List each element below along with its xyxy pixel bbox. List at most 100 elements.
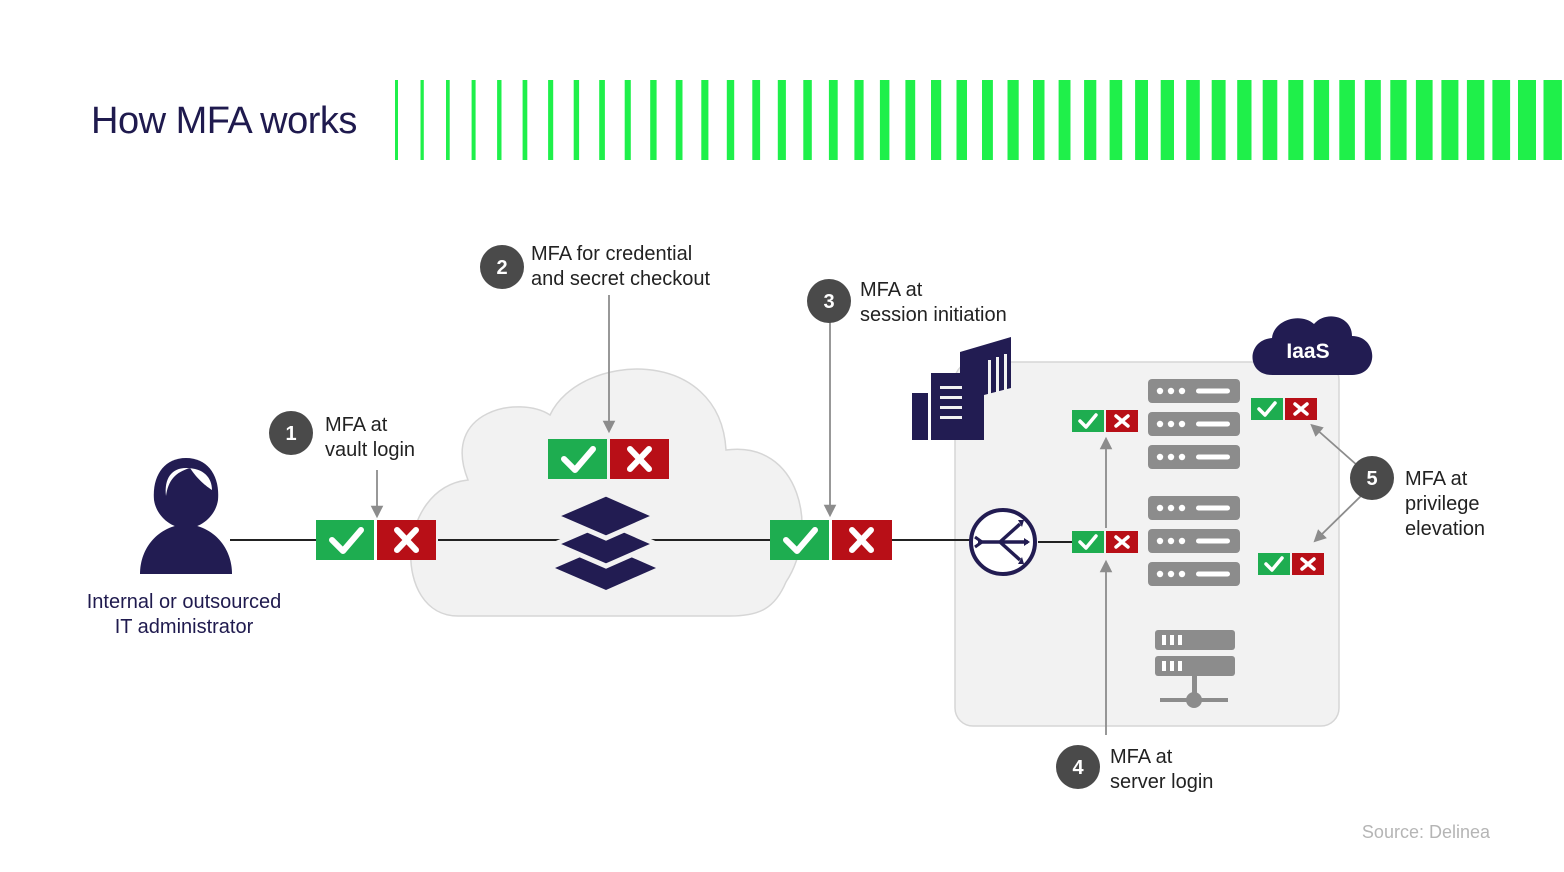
admin-label-line-1: Internal or outsourced [87,591,282,613]
stripe-bar [1058,80,1071,160]
stripe-bar [1390,80,1407,160]
step-label-line: MFA at [1110,746,1173,768]
step-badge [480,245,524,289]
stripe-bar [1466,80,1485,160]
stripe-bar [1262,80,1278,160]
page-title: How MFA works [91,100,357,142]
step-number: 5 [1366,468,1377,490]
mfa-vault-login [316,520,436,560]
router-icon [969,508,1037,576]
check-icon [548,439,607,479]
stripe-bar [1288,80,1304,160]
step-label-line: privilege [1405,493,1479,515]
stripe-bar [1339,80,1355,160]
stripe-bar [879,80,890,160]
stripe-bar [1160,80,1174,160]
cloud-icon: IaaS [1252,316,1373,375]
source-credit: Source: Delinea [1361,822,1490,842]
stripe-bar [956,80,967,160]
stripe-bar [675,80,683,160]
server-icon [1148,496,1240,586]
building-icon [912,337,1011,440]
stripe-bar [624,80,631,160]
step-3: 3 MFA at session initiation [807,279,1007,326]
step-label-line: elevation [1405,518,1485,540]
check-icon [1258,553,1290,575]
stripe-bar [803,80,812,160]
stripe-bar [420,80,424,160]
step-label-line: server login [1110,771,1213,793]
step-1: 1 MFA at vault login [269,411,415,461]
stripe-bar [905,80,916,160]
step-badge [269,411,313,455]
stripe-bar [548,80,554,160]
stripe-bar [1033,80,1045,160]
step-4: 4 MFA at server login [1056,745,1213,793]
layers-icon [548,491,663,590]
stripe-bar [854,80,864,160]
mfa-server-login-upper [1072,410,1138,432]
step-badge [1056,745,1100,789]
stripe-bar [471,80,476,160]
person-icon [140,458,232,574]
stripe-bar [1441,80,1459,160]
iaas-label: IaaS [1286,340,1329,363]
step-label-line: session initiation [860,304,1007,326]
arrow-step-5-upper [1310,423,1359,467]
check-icon [770,520,829,560]
step-2: 2 MFA for credential and secret checkout [480,243,710,290]
step-label-line: MFA for credential [531,243,692,265]
step-label-line: MFA at [1405,468,1468,490]
step-label-line: vault login [325,439,415,461]
stripe-bar [1237,80,1252,160]
stripe-bar [1543,80,1562,160]
server-icon [1148,379,1240,469]
mfa-server-login-lower [1072,531,1138,553]
stripe-bar [573,80,580,160]
check-icon [1072,410,1104,432]
datacenter-panel [954,361,1340,727]
mfa-privilege-elevation-upper [1251,398,1317,420]
stripe-bar [446,80,450,160]
stripe-bar [1135,80,1148,160]
step-number: 3 [823,291,834,313]
step-number: 1 [285,423,296,445]
mfa-session-initiation [770,520,892,560]
stripe-bar [522,80,528,160]
check-icon [316,520,374,560]
stripe-bar [1186,80,1200,160]
check-icon [1251,398,1283,420]
stripe-bar [1518,80,1536,160]
stripe-bar [1364,80,1381,160]
decorative-stripes [395,80,1562,160]
mfa-credential-checkout [548,439,669,479]
stripe-bar [1109,80,1123,160]
arrow-step-5-lower [1313,494,1363,543]
stripe-bar [982,80,993,160]
step-label-line: MFA at [325,414,388,436]
stripe-bar [650,80,657,160]
stripe-bar [931,80,942,160]
step-label-line: MFA at [860,279,923,301]
stripe-bar [1313,80,1330,160]
mfa-privilege-elevation-lower [1258,553,1324,575]
step-number: 4 [1072,757,1084,779]
stripe-bar [1415,80,1433,160]
step-number: 2 [496,257,507,279]
stripe-bar [828,80,838,160]
step-badge [1350,456,1394,500]
step-label-line: and secret checkout [531,268,710,290]
stripe-bar [1084,80,1097,160]
stripe-bar [752,80,761,160]
stripe-bar [599,80,605,160]
stripe-bar [701,80,709,160]
stripe-bar [1007,80,1019,160]
stripe-bar [777,80,786,160]
step-5: 5 MFA at privilege elevation [1350,456,1485,540]
stripe-bar [497,80,502,160]
admin-label-line-2: IT administrator [115,616,254,638]
step-badge [807,279,851,323]
stripe-bar [1211,80,1226,160]
stripe-bar [1492,80,1511,160]
